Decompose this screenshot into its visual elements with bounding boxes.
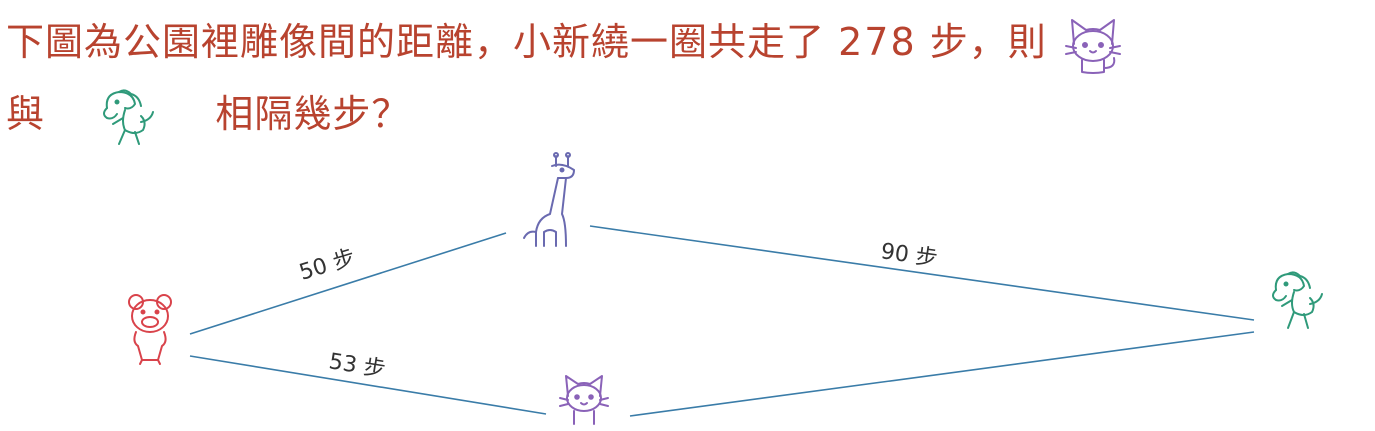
horse-icon [95, 86, 155, 148]
giraffe-icon [523, 152, 575, 247]
bear-icon [128, 294, 172, 365]
edge-bear-cat [189, 355, 547, 415]
question-part-4: 相隔幾步？ [215, 92, 411, 136]
edge-cat-horse [629, 331, 1255, 417]
label-giraffe-horse: 90 步 [879, 239, 939, 272]
edge-giraffe-horse [589, 225, 1255, 321]
horse-icon [1272, 271, 1323, 329]
label-bear-cat: 53 步 [327, 349, 387, 383]
cat-icon [1060, 14, 1126, 76]
question-part-1: 下圖為公園裡雕像間的距離，小新繞一圈共走了 [6, 20, 826, 64]
edge-bear-giraffe [189, 232, 507, 335]
question-line-2: 與 相隔幾步？ [6, 78, 1366, 150]
cat-node-icon [559, 375, 609, 425]
question-part-3: 與 [6, 92, 46, 136]
question-text: 下圖為公園裡雕像間的距離，小新繞一圈共走了 278 步，則 與 [6, 6, 1366, 150]
question-part-2: 步，則 [929, 20, 1047, 64]
question-line-1: 下圖為公園裡雕像間的距離，小新繞一圈共走了 278 步，則 [6, 6, 1366, 78]
label-bear-giraffe: 50 步 [296, 245, 358, 286]
total-steps-value: 278 [838, 20, 917, 64]
